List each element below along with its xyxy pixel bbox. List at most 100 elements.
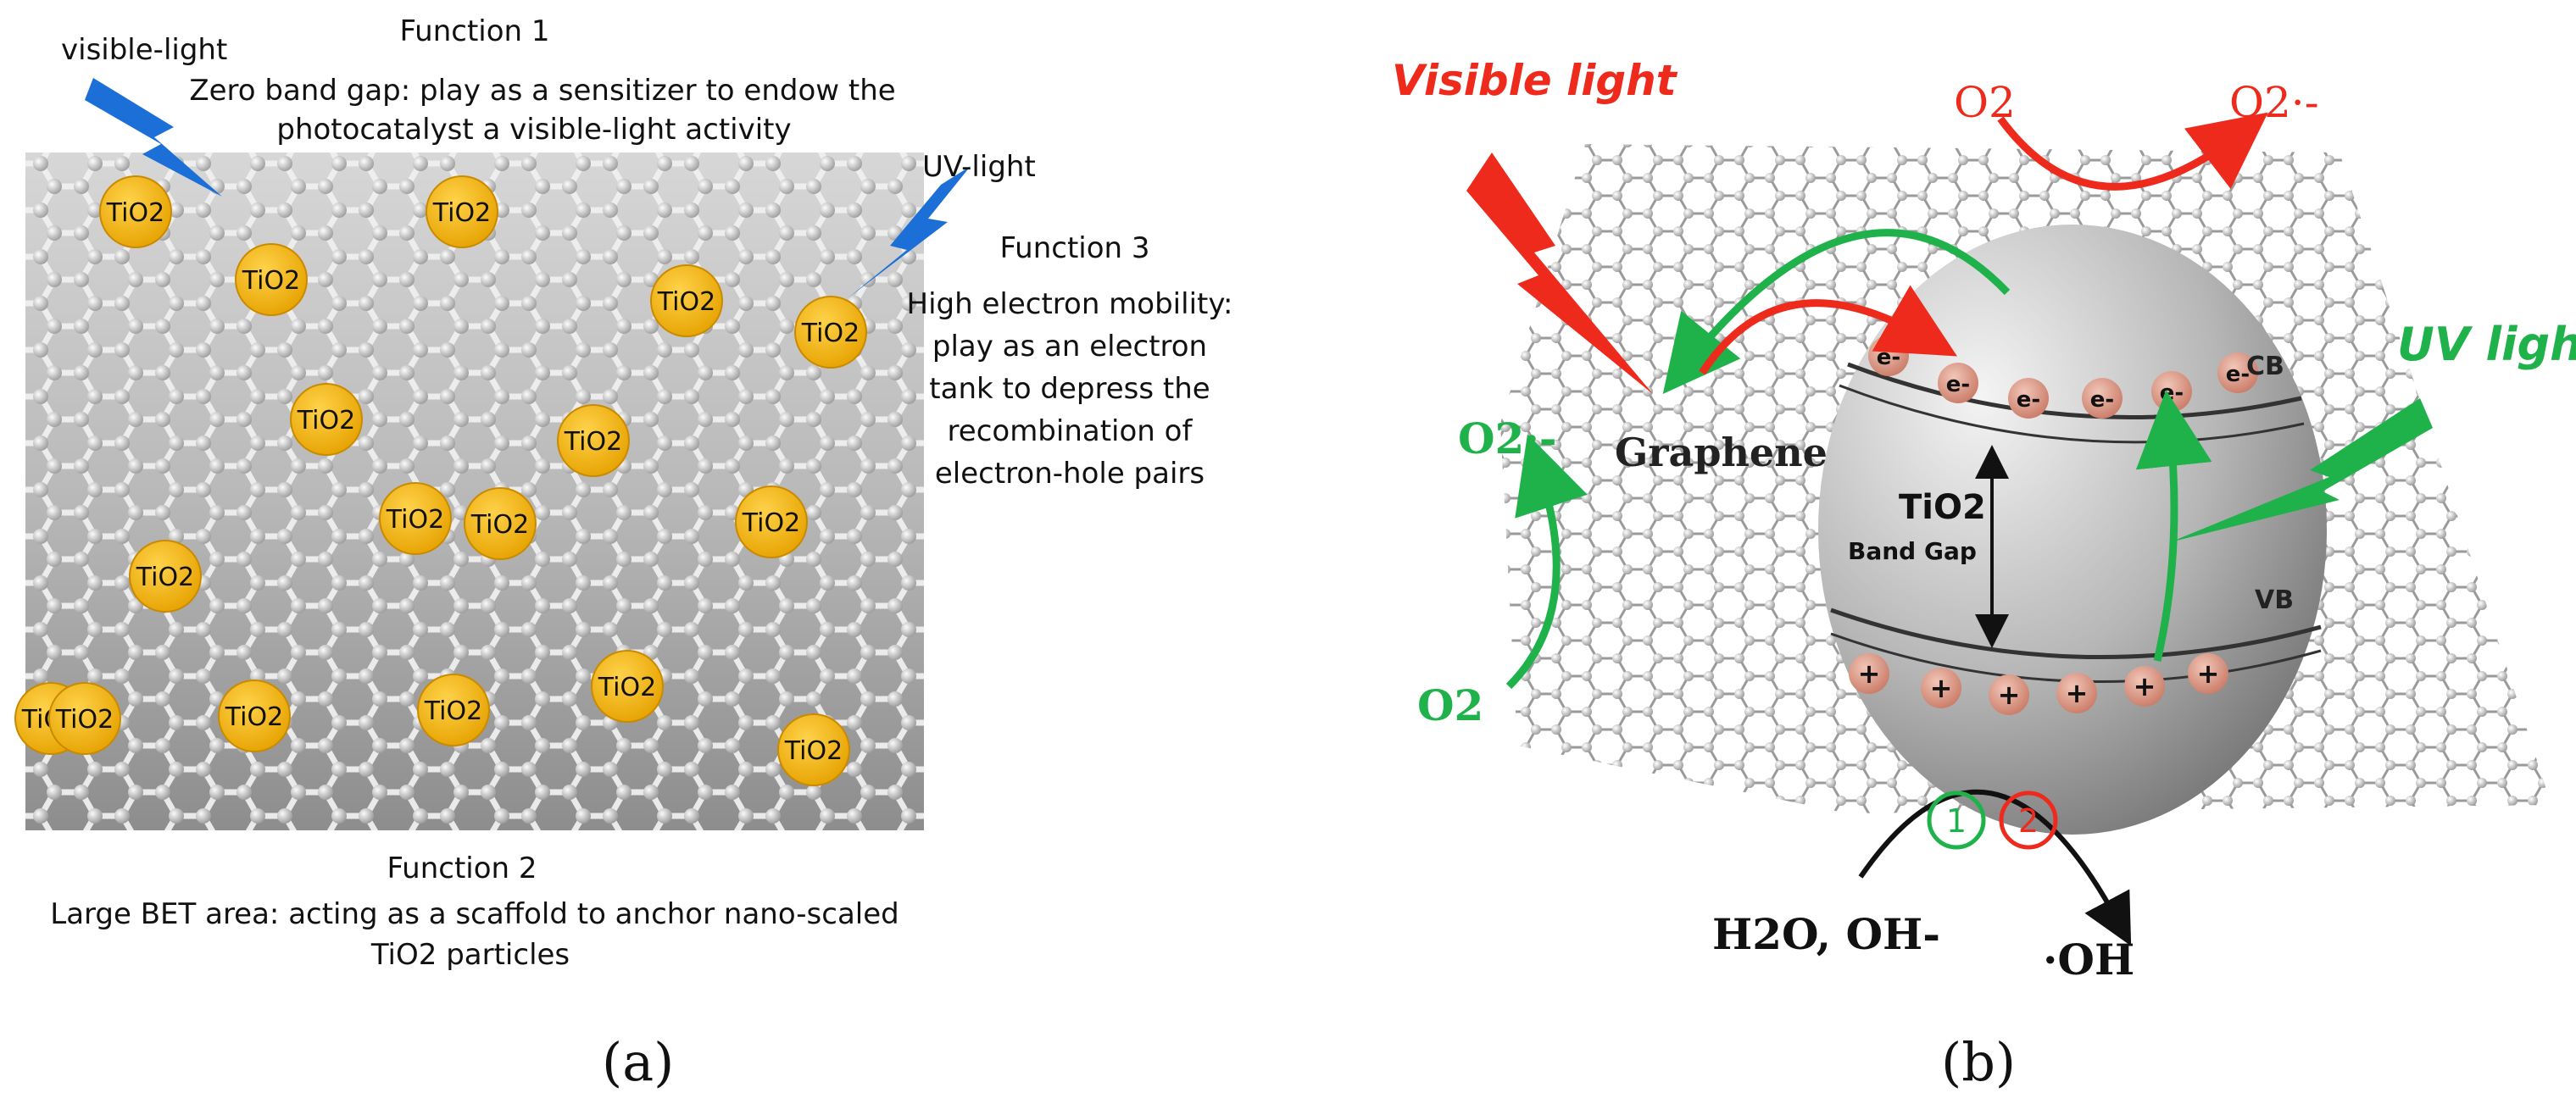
red-arrow-o2-to-radical (1997, 112, 2268, 191)
tio2-particle-label: TiO2 (657, 287, 715, 317)
panel-b: e-e-e-e-e-e- ++++++ 1 2 Visible light UV… (1392, 56, 2576, 1093)
function3-line: play as an electron (932, 330, 1207, 363)
hole-label: + (2134, 670, 2156, 702)
black-arrow-h2o-to-oh (1858, 789, 2132, 946)
hole-dot (1921, 668, 1961, 708)
tio2-particle: TiO2 (290, 383, 363, 456)
function3-line: electron-hole pairs (935, 457, 1205, 491)
cb-band-edge-lower (1839, 384, 2305, 444)
circle-1-label: 1 (1946, 802, 1967, 840)
hole-label: + (1998, 679, 2021, 711)
hole-label: + (2197, 657, 2220, 690)
label-vb: VB (2255, 585, 2294, 615)
tio2-particle: TiO2 (464, 487, 537, 560)
label-graphene: Graphene (1615, 430, 1828, 475)
tio2-particle-label: TiO2 (225, 702, 283, 732)
tio2-particle-label: TiO2 (432, 198, 491, 228)
electron-label: e- (2226, 362, 2250, 387)
tio2-particle: TiO2 (235, 243, 308, 316)
electron-label: e- (1946, 372, 1970, 397)
tio2-particle-label: TiO2 (136, 563, 194, 592)
tio2-particle-circle (99, 175, 172, 248)
label-band-gap: Band Gap (1848, 537, 1977, 565)
tio2-particle: TiO2 (417, 674, 490, 746)
tio2-particle-circle (794, 296, 867, 369)
label-o2-left: O2 (1417, 680, 1483, 730)
function1-line1: Zero band gap: play as a sensitizer to e… (189, 74, 895, 108)
tio2-particle-circle (777, 713, 850, 786)
hole-label: + (2066, 677, 2089, 709)
function3-line: High electron mobility: (907, 287, 1233, 321)
electron-dot (1938, 363, 1978, 403)
tio2-particle-label: TiO2 (470, 510, 529, 540)
tio2-particle-circle (129, 540, 202, 613)
tio2-particle-circle (290, 383, 363, 456)
electron-dot (2008, 378, 2049, 419)
visible-light-bolt-icon-b (1466, 153, 1653, 394)
circle-2 (1999, 791, 2058, 850)
function3-description: High electron mobility: play as an electr… (907, 287, 1233, 491)
tio2-particle-circle (218, 680, 291, 752)
tio2-particle-label: TiO2 (598, 673, 656, 702)
tio2-particle-circle (464, 487, 537, 560)
caption-b: (b) (1941, 1031, 2016, 1093)
tio2-particle-label: TiO2 (106, 198, 164, 228)
hole-dot (1989, 674, 2029, 715)
tio2-particle-circle (379, 482, 452, 555)
uv-light-bolt-icon-b (2170, 398, 2433, 542)
hole-dot (1849, 653, 1889, 694)
function2-line2: TiO2 particles (370, 938, 570, 972)
tio2-particle-circle (650, 264, 723, 337)
tio2-particle: TiO2 (379, 482, 452, 555)
tio2-particle: TiO2 (557, 404, 630, 477)
tio2-particle: TiO2 (794, 296, 867, 369)
function3-line: tank to depress the (929, 372, 1210, 406)
green-arrow-vb-to-cb (2135, 390, 2212, 663)
label-o2-radical-left: O2·- (1458, 413, 1557, 463)
tio2-particle-label: TiO2 (784, 736, 843, 766)
circle-2-label: 2 (2018, 802, 2039, 840)
tio2-particle-circle (48, 682, 121, 755)
tio2-particle: TiO2 (777, 713, 850, 786)
tio2-particle: TiO2 (129, 540, 202, 613)
electron-label: e- (2017, 387, 2040, 413)
tio2-particle: TiO2 (426, 175, 498, 248)
label-o2-top: O2 (1954, 78, 2016, 127)
label-oh-radical: ·OH (2043, 935, 2134, 985)
hole-dot (2124, 666, 2165, 707)
label-o2-radical-top: O2·- (2229, 78, 2319, 127)
tio2-particle: TiO2 (650, 264, 723, 337)
tio2-particle-label: TiO2 (242, 266, 300, 296)
tio2-particle: TiO2 (591, 650, 664, 723)
green-arrow-cb-to-graphene (1662, 229, 2011, 394)
tio2-particle-label: TiO2 (742, 508, 800, 538)
red-arrow-graphene-to-cb (1699, 285, 1957, 375)
vb-band-edge (1830, 607, 2322, 660)
circle-1 (1927, 791, 1986, 850)
visible-light-bolt-icon (85, 78, 222, 197)
holes: + + + + + + (1849, 653, 2228, 715)
electron-dot (2217, 352, 2258, 393)
tio2-particle-label: TiO2 (564, 427, 622, 457)
label-uv-light-b: UV light (2397, 318, 2576, 371)
tio2-particle-label: TiO2 (55, 705, 114, 735)
function2-title: Function 2 (387, 852, 537, 885)
green-arrow-o2-to-radical-left (1505, 434, 1588, 690)
hole-label: + (1930, 672, 1953, 704)
tio2-particle-circle (417, 674, 490, 746)
caption-a: (a) (602, 1031, 674, 1093)
label-visible-light: visible-light (61, 33, 227, 67)
label-visible-light-b: Visible light (1392, 56, 1678, 105)
tio2-particle-label: TiO2 (424, 696, 482, 726)
tio2-particle: TiO2 (48, 682, 121, 755)
tio2-particle-label: TiO2 (801, 319, 860, 348)
label-cb: CB (2246, 352, 2284, 381)
electron-dot (2082, 378, 2123, 419)
tio2-particle-circle (591, 650, 664, 723)
function1-line2: photocatalyst a visible-light activity (276, 113, 791, 147)
hole-dot (2056, 673, 2097, 713)
hole-label: + (1858, 657, 1881, 690)
